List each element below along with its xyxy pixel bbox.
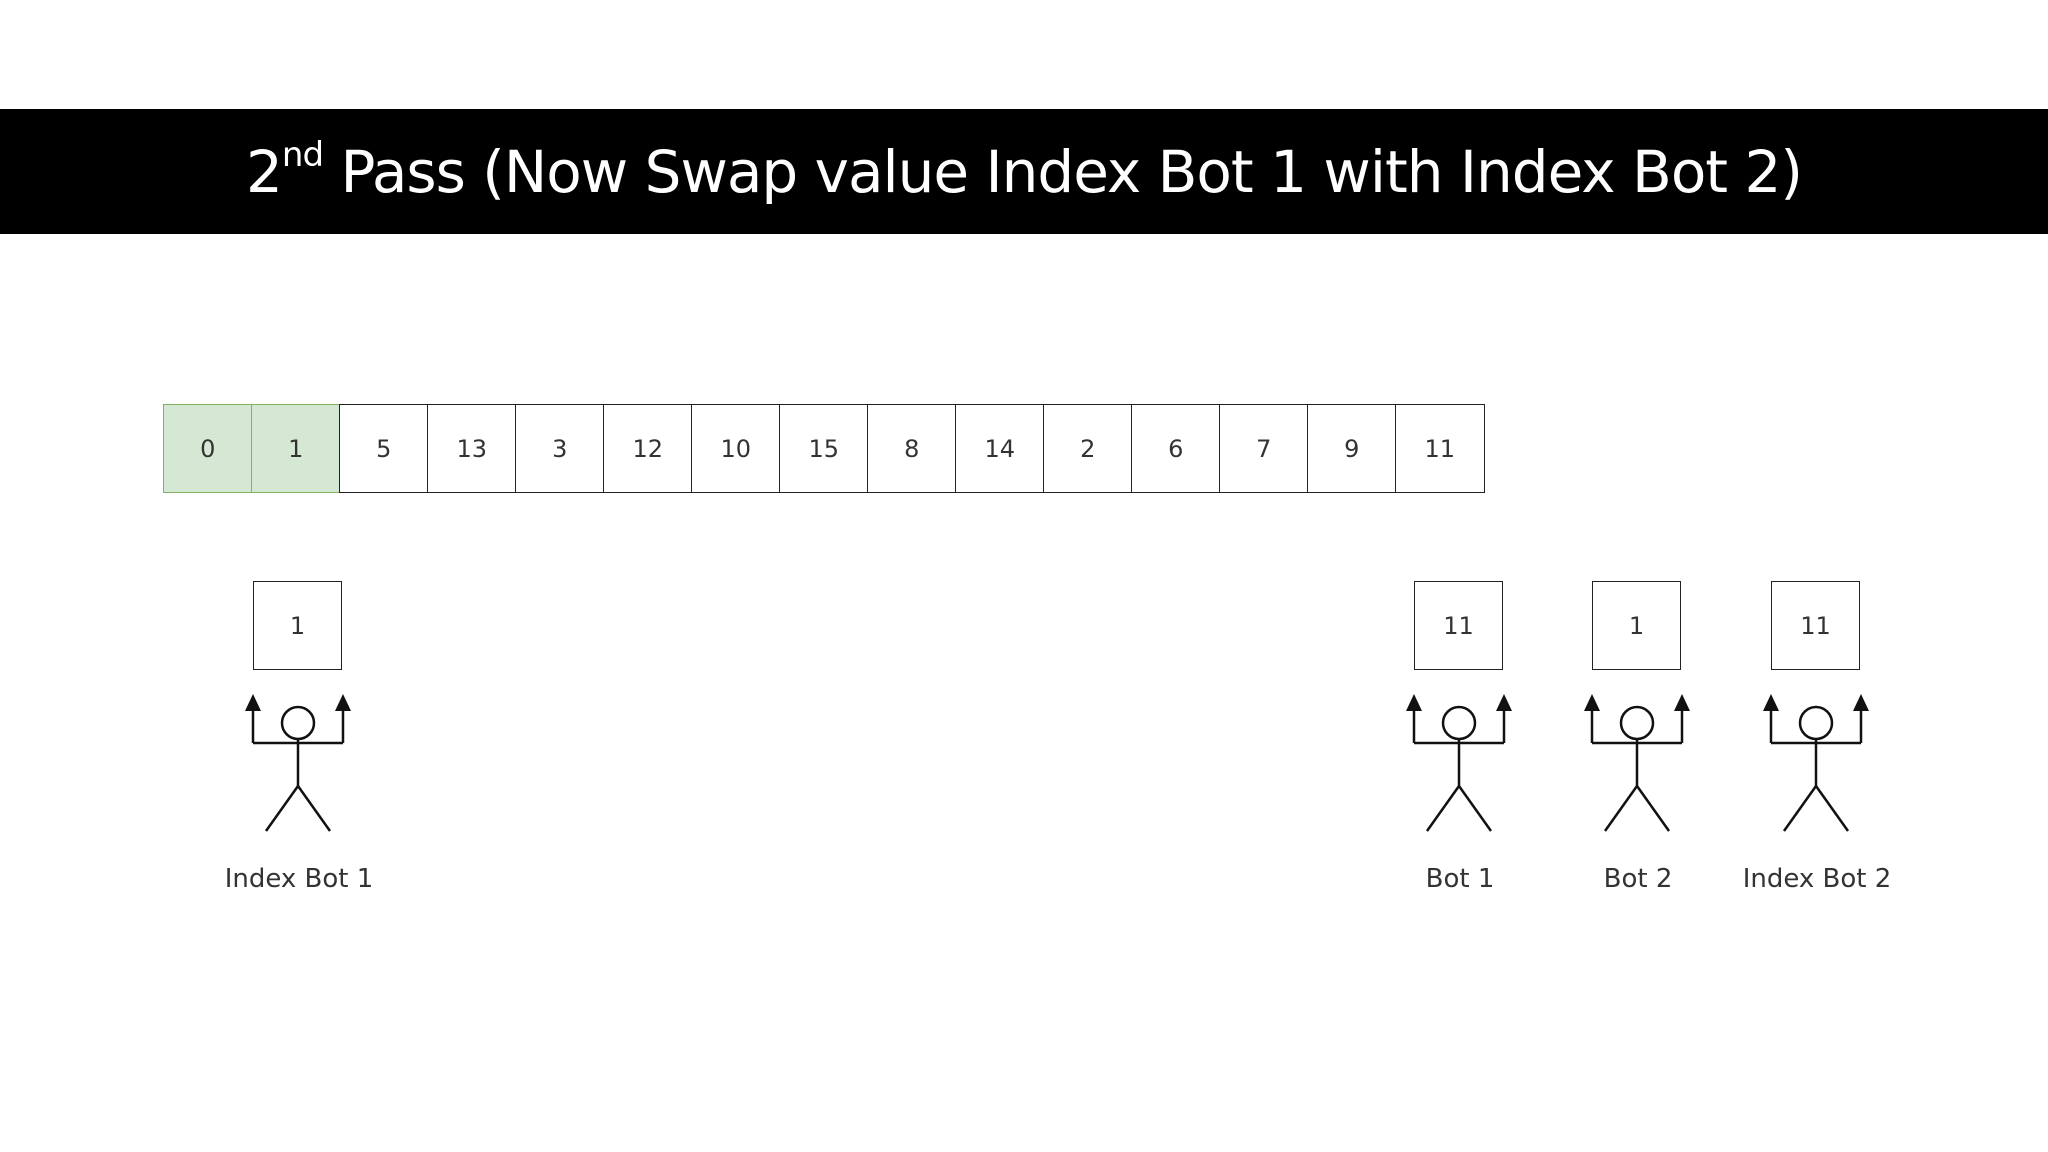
- bot-value-box: 1: [1592, 581, 1681, 670]
- array-cell: 13: [427, 404, 517, 493]
- bot-value-box: 1: [253, 581, 342, 670]
- title-prefix: 2: [245, 137, 283, 206]
- array-cell: 11: [1395, 404, 1485, 493]
- slide-title: 2nd Pass (Now Swap value Index Bot 1 wit…: [246, 138, 1803, 201]
- array-cell: 5: [339, 404, 429, 493]
- bot-label: Bot 2: [1603, 864, 1673, 894]
- bot-value-box: 11: [1771, 581, 1860, 670]
- stick-figure-icon: [1584, 694, 1690, 832]
- stick-figure-icon: [1406, 694, 1512, 832]
- array-cell: 15: [779, 404, 869, 493]
- title-superscript: nd: [281, 134, 324, 175]
- bot-value-box: 11: [1414, 581, 1503, 670]
- array-cell: 2: [1043, 404, 1133, 493]
- number-array: 0 1 5 13 3 12 10 15 8 14 2 6 7 9 11: [163, 404, 1485, 493]
- stick-figure-icon: [245, 694, 351, 832]
- bot-label: Bot 1: [1425, 864, 1495, 894]
- bot-label: Index Bot 1: [224, 864, 374, 894]
- array-cell: 14: [955, 404, 1045, 493]
- array-cell-sorted: 1: [251, 404, 341, 493]
- array-cell: 6: [1131, 404, 1221, 493]
- array-cell: 8: [867, 404, 957, 493]
- array-cell: 7: [1219, 404, 1309, 493]
- array-cell: 12: [603, 404, 693, 493]
- title-suffix: Pass (Now Swap value Index Bot 1 with In…: [323, 137, 1803, 206]
- array-cell: 9: [1307, 404, 1397, 493]
- stick-figure-icon: [1763, 694, 1869, 832]
- title-bar: 2nd Pass (Now Swap value Index Bot 1 wit…: [0, 109, 2048, 234]
- bot-label: Index Bot 2: [1742, 864, 1892, 894]
- array-cell: 10: [691, 404, 781, 493]
- array-cell-sorted: 0: [163, 404, 253, 493]
- array-cell: 3: [515, 404, 605, 493]
